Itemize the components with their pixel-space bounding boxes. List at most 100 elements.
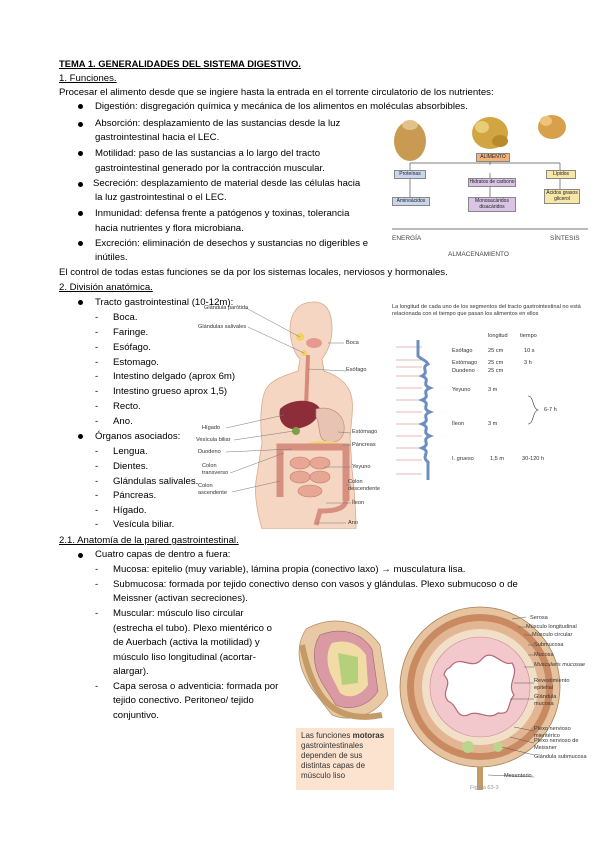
bullet-dot (78, 104, 83, 109)
label-liver: Hígado (202, 425, 221, 431)
function-excretion-1: Excreción: eliminación de desechos y sus… (95, 238, 369, 249)
layer-serosa-3: conjuntivo. (113, 710, 159, 721)
bullet-dot (78, 182, 83, 187)
label-transverse-colon: Colon transverso (202, 463, 229, 476)
wall-label-submucosal-gland: Glándula submucosa (534, 754, 587, 760)
wall-label-muscularis: Muscularis mucosae (534, 662, 585, 668)
row-large-intestine-name: I. grueso (452, 456, 474, 462)
note-text: Las funciones motoras gastrointestinales… (301, 731, 385, 780)
layers-intro: Cuatro capas de dentro a fuera: (95, 549, 231, 560)
layer-mucosa: Mucosa: epitelio (muy variable), lámina … (113, 564, 466, 575)
label-stomach: Estómago (352, 429, 378, 435)
layer-serosa-2: tejido conectivo. Peritoneo/ tejido (113, 695, 254, 706)
brace-time: 6-7 h (544, 407, 557, 413)
wall-label-mesentery: Mesenterio (504, 773, 532, 779)
label-esophagus: Esófago (346, 367, 367, 373)
label-gallbladder: Vesícula biliar (196, 437, 231, 443)
layer-serosa-1: Capa serosa o adventicia: formada por (113, 681, 279, 692)
bullet-dot (78, 434, 83, 439)
fatty-acids-box: Ácidos grasos glicerol (544, 189, 580, 204)
function-absorption-2: gastrointestinal hacia el LEC. (95, 132, 220, 143)
row-ileum-name: Íleon (452, 421, 465, 427)
dash: - (95, 564, 99, 575)
dash: - (95, 386, 99, 397)
row-esophagus-len: 25 cm (488, 348, 504, 354)
dash: - (95, 357, 99, 368)
layer-muscular-1: Muscular: músculo liso circular (113, 608, 244, 619)
dash: - (95, 416, 99, 427)
row-jejunum-name: Yeyuno (452, 387, 471, 393)
nutrient-diagram-art (392, 115, 588, 230)
note-bold-word: motoras (352, 731, 385, 740)
col-length: longitud (488, 333, 508, 339)
tract-item: Esófago. (113, 342, 151, 353)
digestive-system-figure: Glándula parótida Glándulas salivales Hí… (196, 297, 380, 530)
function-immunity-2: hacia nutrientes y flora microbiana. (95, 223, 244, 234)
body-art (225, 301, 357, 530)
tract-item: Recto. (113, 401, 141, 412)
carbs-box: Hidratos de carbono (468, 178, 516, 187)
label-pancreas: Páncreas (352, 442, 376, 448)
mono-box: Monosacáridos disacáridos (468, 197, 516, 212)
label-descending-colon: Colon descendente (348, 479, 381, 492)
layer-muscular-2: (estrecha el tubo). Plexo mientérico o (113, 623, 272, 634)
dash: - (95, 681, 99, 692)
dash: - (95, 461, 99, 472)
dash: - (95, 446, 99, 457)
function-motility-1: Motilidad: paso de las sustancias a lo l… (95, 148, 321, 159)
control-sentence: El control de todas estas funciones se d… (59, 267, 448, 278)
organ-item: Dientes. (113, 461, 149, 472)
organ-item: Hígado. (113, 505, 147, 516)
dash: - (95, 505, 99, 516)
label-ileum: Íleon (352, 500, 365, 506)
dash: - (95, 579, 99, 590)
dash: - (95, 327, 99, 338)
wall-label-meissner-plexus: Plexo nervioso de Meissner (534, 738, 579, 751)
bullet-dot (78, 122, 83, 127)
organs-heading: Órganos asociados: (95, 431, 181, 442)
label-duodenum: Duodeno (198, 449, 221, 455)
bullet-dot (78, 211, 83, 216)
tract-item: Intestino delgado (aprox 6m) (113, 371, 236, 382)
lipids-box: Lípidos (546, 170, 576, 179)
label-parotid: Glándula parótida (204, 305, 249, 311)
row-ileum-len: 3 m (488, 421, 498, 427)
tract-item: Intestino grueso aprox 1,5) (113, 386, 228, 397)
food-box: ALIMENTO (476, 153, 510, 162)
function-immunity-1: Inmunidad: defensa frente a patógenos y … (95, 208, 350, 219)
function-secretion-1: Secreción: desplazamiento de material de… (93, 178, 361, 189)
dash: - (95, 476, 99, 487)
tract-heading: Tracto gastrointestinal (10-12m): (95, 297, 234, 308)
proteins-box: Proteínas (394, 170, 426, 179)
storage-label: ALMACENAMIENTO (448, 251, 509, 258)
gi-wall-art (298, 606, 561, 790)
label-mouth: Boca (346, 340, 359, 346)
segment-length-figure: La longitud de cada uno de los segmentos… (392, 304, 597, 490)
bullet-dot (78, 241, 83, 246)
wall-label-mucosa: Mucosa (534, 652, 554, 658)
label-ascending-colon: Colon ascendente (198, 483, 227, 496)
length-figure-art (396, 340, 539, 480)
bullet-dot (78, 151, 83, 156)
wall-label-mucosal-gland: Glándula mucosa (534, 694, 557, 707)
label-salivary: Glándulas salivales (198, 324, 247, 330)
layer-submucosa-1: Submucosa: formada por tejido conectivo … (113, 579, 518, 590)
label-jejunum: Yeyuno (352, 464, 371, 470)
section-1-intro: Procesar el alimento desde que se ingier… (59, 87, 494, 98)
energy-label: ENERGÍA (392, 235, 422, 242)
motor-function-note: Las funciones motoras gastrointestinales… (296, 728, 394, 790)
tract-item: Estomago. (113, 357, 159, 368)
wall-label-epithelium: Revestimiento epitelial (534, 678, 570, 691)
tract-item: Ano. (113, 416, 133, 427)
wall-figure-label: Figura 63-3 (470, 785, 499, 791)
row-stomach-name: Estómago (452, 360, 478, 366)
row-duodenum-len: 25 cm (488, 368, 504, 374)
section-2-heading: 2. División anatómica. (59, 282, 153, 293)
row-duodenum-name: Duodeno (452, 368, 475, 374)
organ-item: Lengua. (113, 446, 148, 457)
wall-label-longitudinal: Músculo longitudinal (526, 624, 577, 630)
bullet-dot (78, 300, 83, 305)
row-large-intestine-time: 30-120 h (522, 456, 545, 462)
layer-muscular-4: músculo liso longitudinal (acortar- (113, 652, 256, 663)
page-title: TEMA 1. GENERALIDADES DEL SISTEMA DIGEST… (59, 58, 301, 69)
